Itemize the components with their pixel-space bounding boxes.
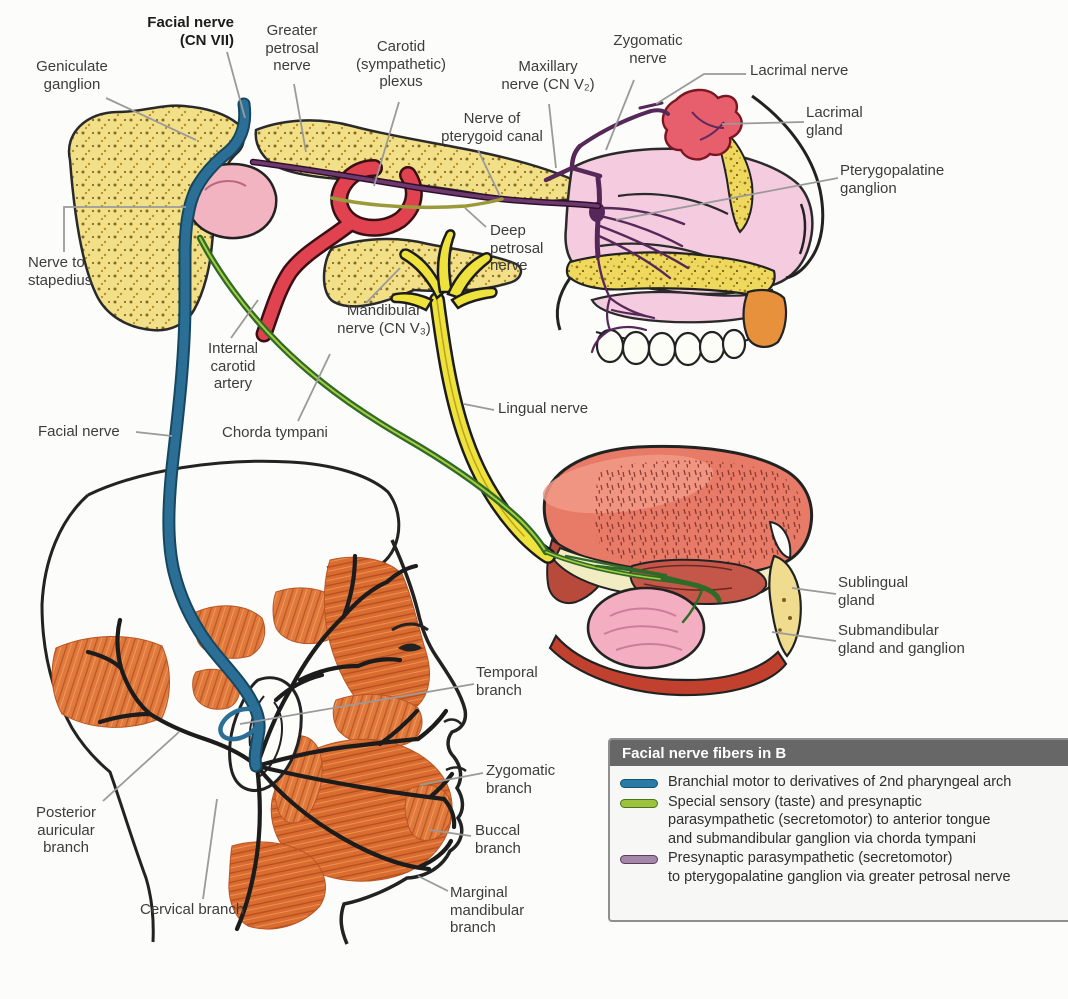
label-internal-carotid-artery: Internal carotid artery xyxy=(207,340,259,393)
label-chorda-tympani: Chorda tympani xyxy=(222,424,328,441)
leader-lacrimal-nerve xyxy=(655,73,746,105)
lacrimal-gland-shape xyxy=(661,88,743,161)
label-nerve-of-pterygoid-canal: Nerve of pterygoid canal xyxy=(441,110,543,145)
leader-temporal-branch xyxy=(239,683,475,725)
label-posterior-auricular-branch: Posterior auricular branch xyxy=(35,804,97,857)
legend-item-text: Presynaptic parasympathetic (secretomoto… xyxy=(668,850,1011,885)
label-zygomatic-nerve: Zygomatic nerve xyxy=(613,32,683,67)
label-buccal-branch: Buccal branch xyxy=(475,822,521,857)
label-lacrimal-nerve: Lacrimal nerve xyxy=(750,62,849,79)
eye xyxy=(398,643,422,652)
leader-carotid-plexus xyxy=(373,101,400,187)
leader-zygomatic-nerve xyxy=(605,79,635,151)
leader-mandibular xyxy=(365,267,401,304)
alveolar-bone xyxy=(742,288,788,348)
label-temporal-branch: Temporal branch xyxy=(476,664,538,699)
label-submandibular-gland: Submandibular gland and ganglion xyxy=(838,622,965,657)
legend-item-branchial-motor: Branchial motor to derivatives of 2nd ph… xyxy=(618,773,1068,792)
legend-item-text: Branchial motor to derivatives of 2nd ph… xyxy=(668,774,1012,790)
label-lacrimal-gland: Lacrimal gland xyxy=(806,104,863,139)
lip-line xyxy=(445,766,467,773)
lingual-nerve-path xyxy=(429,292,556,564)
legend-swatch-branchial-motor-icon xyxy=(620,779,658,788)
label-marginal-mandibular-branch: Marginal mandibular branch xyxy=(450,884,525,937)
label-geniculate-ganglion: Geniculate ganglion xyxy=(36,58,108,93)
teeth xyxy=(595,328,747,367)
legend-title: Facial nerve fibers in B xyxy=(610,740,1068,766)
label-nerve-to-stapedius: Nerve to stapedius xyxy=(28,254,93,289)
label-cervical-branch: Cervical branch xyxy=(140,901,245,918)
legend-item-presynaptic-parasympathetic: Presynaptic parasympathetic (secretomoto… xyxy=(618,849,1068,886)
legend-swatch-special-sensory-icon xyxy=(620,798,658,808)
leader-stapedius xyxy=(63,206,186,252)
leader-pterygoid-canal xyxy=(477,149,501,197)
nose-outline xyxy=(751,94,825,280)
facial-nerve-loop xyxy=(218,706,262,742)
label-lingual-nerve: Lingual nerve xyxy=(498,400,589,417)
label-maxillary-nerve: Maxillary nerve (CN V₂) xyxy=(501,58,595,93)
label-facial-nerve: Facial nerve xyxy=(38,423,120,440)
deep-petrosal-nerve-path xyxy=(330,196,504,210)
leader-posterior-auricular xyxy=(102,731,180,802)
leader-geniculate xyxy=(105,97,197,141)
maxillary-nerve-network xyxy=(543,101,690,354)
leader-maxillary xyxy=(548,103,557,169)
leader-lacrimal-gland xyxy=(721,121,805,125)
label-sublingual-gland: Sublingual gland xyxy=(838,574,909,609)
leader-submandibular xyxy=(771,631,837,642)
label-carotid-plexus: Carotid (sympathetic) plexus xyxy=(355,38,447,91)
nostril xyxy=(443,718,462,725)
leader-facial-nerve xyxy=(135,431,173,437)
leader-cervical xyxy=(202,798,218,900)
jaw-band xyxy=(548,634,788,697)
label-deep-petrosal-nerve: Deep petrosal nerve xyxy=(490,222,544,275)
label-pterygopalatine-ganglion: Pterygopalatine ganglion xyxy=(840,162,945,197)
leader-deep-petrosal xyxy=(464,207,487,228)
label-mandibular-nerve: Mandibular nerve (CN V₃) xyxy=(337,302,431,337)
leader-lines xyxy=(63,51,839,900)
label-zygomatic-branch: Zygomatic branch xyxy=(486,762,556,797)
submandibular-gland-shape xyxy=(586,586,706,670)
leader-chorda xyxy=(297,353,331,422)
legend-item-special-sensory: Special sensory (taste) and presynaptic … xyxy=(618,793,1068,849)
leader-facial-nerve-cn7 xyxy=(226,51,246,119)
leader-pterygopalatine xyxy=(615,177,839,221)
legend-items: Branchial motor to derivatives of 2nd ph… xyxy=(610,766,1068,893)
leader-sublingual xyxy=(791,587,837,595)
leader-greater-petrosal xyxy=(293,83,307,153)
label-facial-nerve-cn7: Facial nerve (CN VII) xyxy=(147,14,234,49)
leader-zygomatic-branch xyxy=(419,772,484,786)
leader-buccal-branch xyxy=(429,829,472,837)
legend-item-text: Special sensory (taste) and presynaptic … xyxy=(668,793,991,847)
ganglion-tail xyxy=(768,554,802,658)
nasal-section-group xyxy=(543,88,825,367)
nerve-trunks xyxy=(162,97,722,773)
leader-marginal-branch xyxy=(417,875,449,892)
legend-swatch-parasympathetic-icon xyxy=(620,855,658,865)
leader-lingual xyxy=(463,403,495,411)
leader-internal-carotid xyxy=(230,299,259,339)
facial-nerve-branches xyxy=(85,553,457,932)
label-greater-petrosal-nerve: Greater petrosal nerve xyxy=(265,22,319,75)
tongue-group xyxy=(542,444,814,697)
mandibular-nerve-star xyxy=(390,229,498,312)
legend-box: Facial nerve fibers in B Branchial motor… xyxy=(608,738,1068,922)
eyebrow xyxy=(391,622,429,632)
